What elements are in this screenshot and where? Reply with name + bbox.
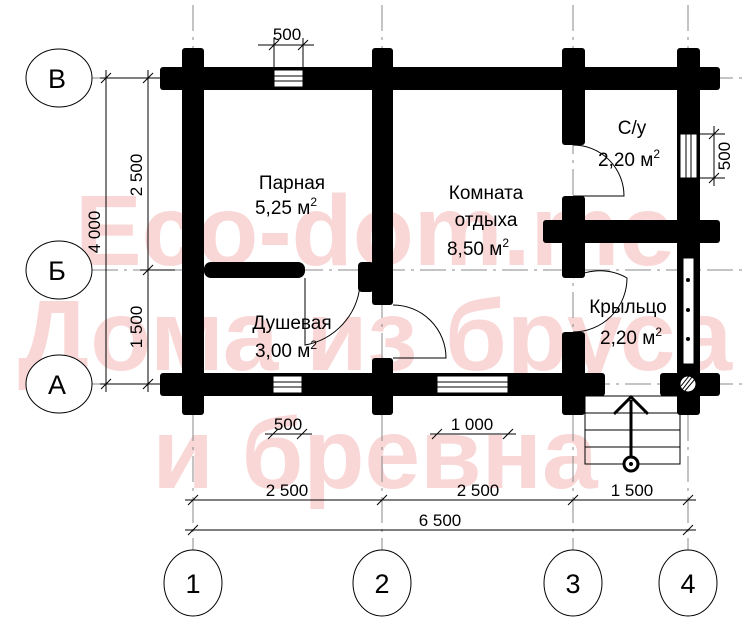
room-name-wc: С/у	[618, 118, 647, 139]
dim-left-upper: 2 500	[127, 154, 146, 197]
axis-label-1: 1	[185, 569, 200, 599]
axis-label-3: 3	[565, 569, 580, 599]
dim-top-window: 500	[273, 25, 301, 44]
dim-bottom-3-4: 1 500	[611, 481, 654, 500]
room-name-kryltso: Крыльцо	[589, 297, 667, 318]
axis-label-a: А	[48, 370, 66, 400]
dim-bottom-2-3: 2 500	[457, 481, 500, 500]
porch-stairs	[584, 394, 681, 473]
room-name-parnaya: Парная	[259, 173, 325, 194]
axis-bubbles	[25, 48, 718, 617]
axis-label-b: Б	[48, 256, 66, 286]
room-name-dushevaya: Душевая	[252, 313, 331, 334]
dim-right-window: 500	[715, 142, 734, 170]
dimension-lines	[100, 38, 725, 536]
watermark-line-3: и бревна	[152, 398, 599, 510]
room-area-wc: 2,20 м2	[598, 147, 660, 171]
door-swings	[304, 144, 628, 359]
room-name-komnata: Комната	[449, 183, 524, 204]
axis-label-v: В	[48, 64, 66, 94]
room-area-kryltso: 2,20 м2	[600, 325, 662, 349]
axis-label-4: 4	[680, 569, 695, 599]
axis-label-2: 2	[374, 569, 389, 599]
room-area-dushevaya: 3,00 м2	[255, 338, 317, 362]
railing-posts	[686, 278, 690, 341]
dimension-labels: 500 500 500 1 000 2 500 1 500 4 000 2 50…	[85, 25, 734, 530]
dim-left-total: 4 000	[85, 211, 104, 254]
axis-bubble-labels: 1 2 3 4 В Б А	[48, 64, 696, 599]
dim-bottom-total: 6 500	[419, 511, 462, 530]
dim-bottom-window-mid: 1 000	[451, 415, 494, 434]
room-labels: Парная 5,25 м2 Душевая 3,00 м2 Комната о…	[252, 118, 666, 362]
dim-bottom-window-left: 500	[274, 415, 302, 434]
hatched-post-icon	[679, 375, 697, 393]
dim-bottom-1-2: 2 500	[266, 481, 309, 500]
room-area-komnata: 8,50 м2	[447, 236, 509, 260]
dim-left-lower: 1 500	[127, 306, 146, 349]
room-name-otdykha: отдыха	[455, 210, 518, 231]
room-area-parnaya: 5,25 м2	[255, 195, 317, 219]
